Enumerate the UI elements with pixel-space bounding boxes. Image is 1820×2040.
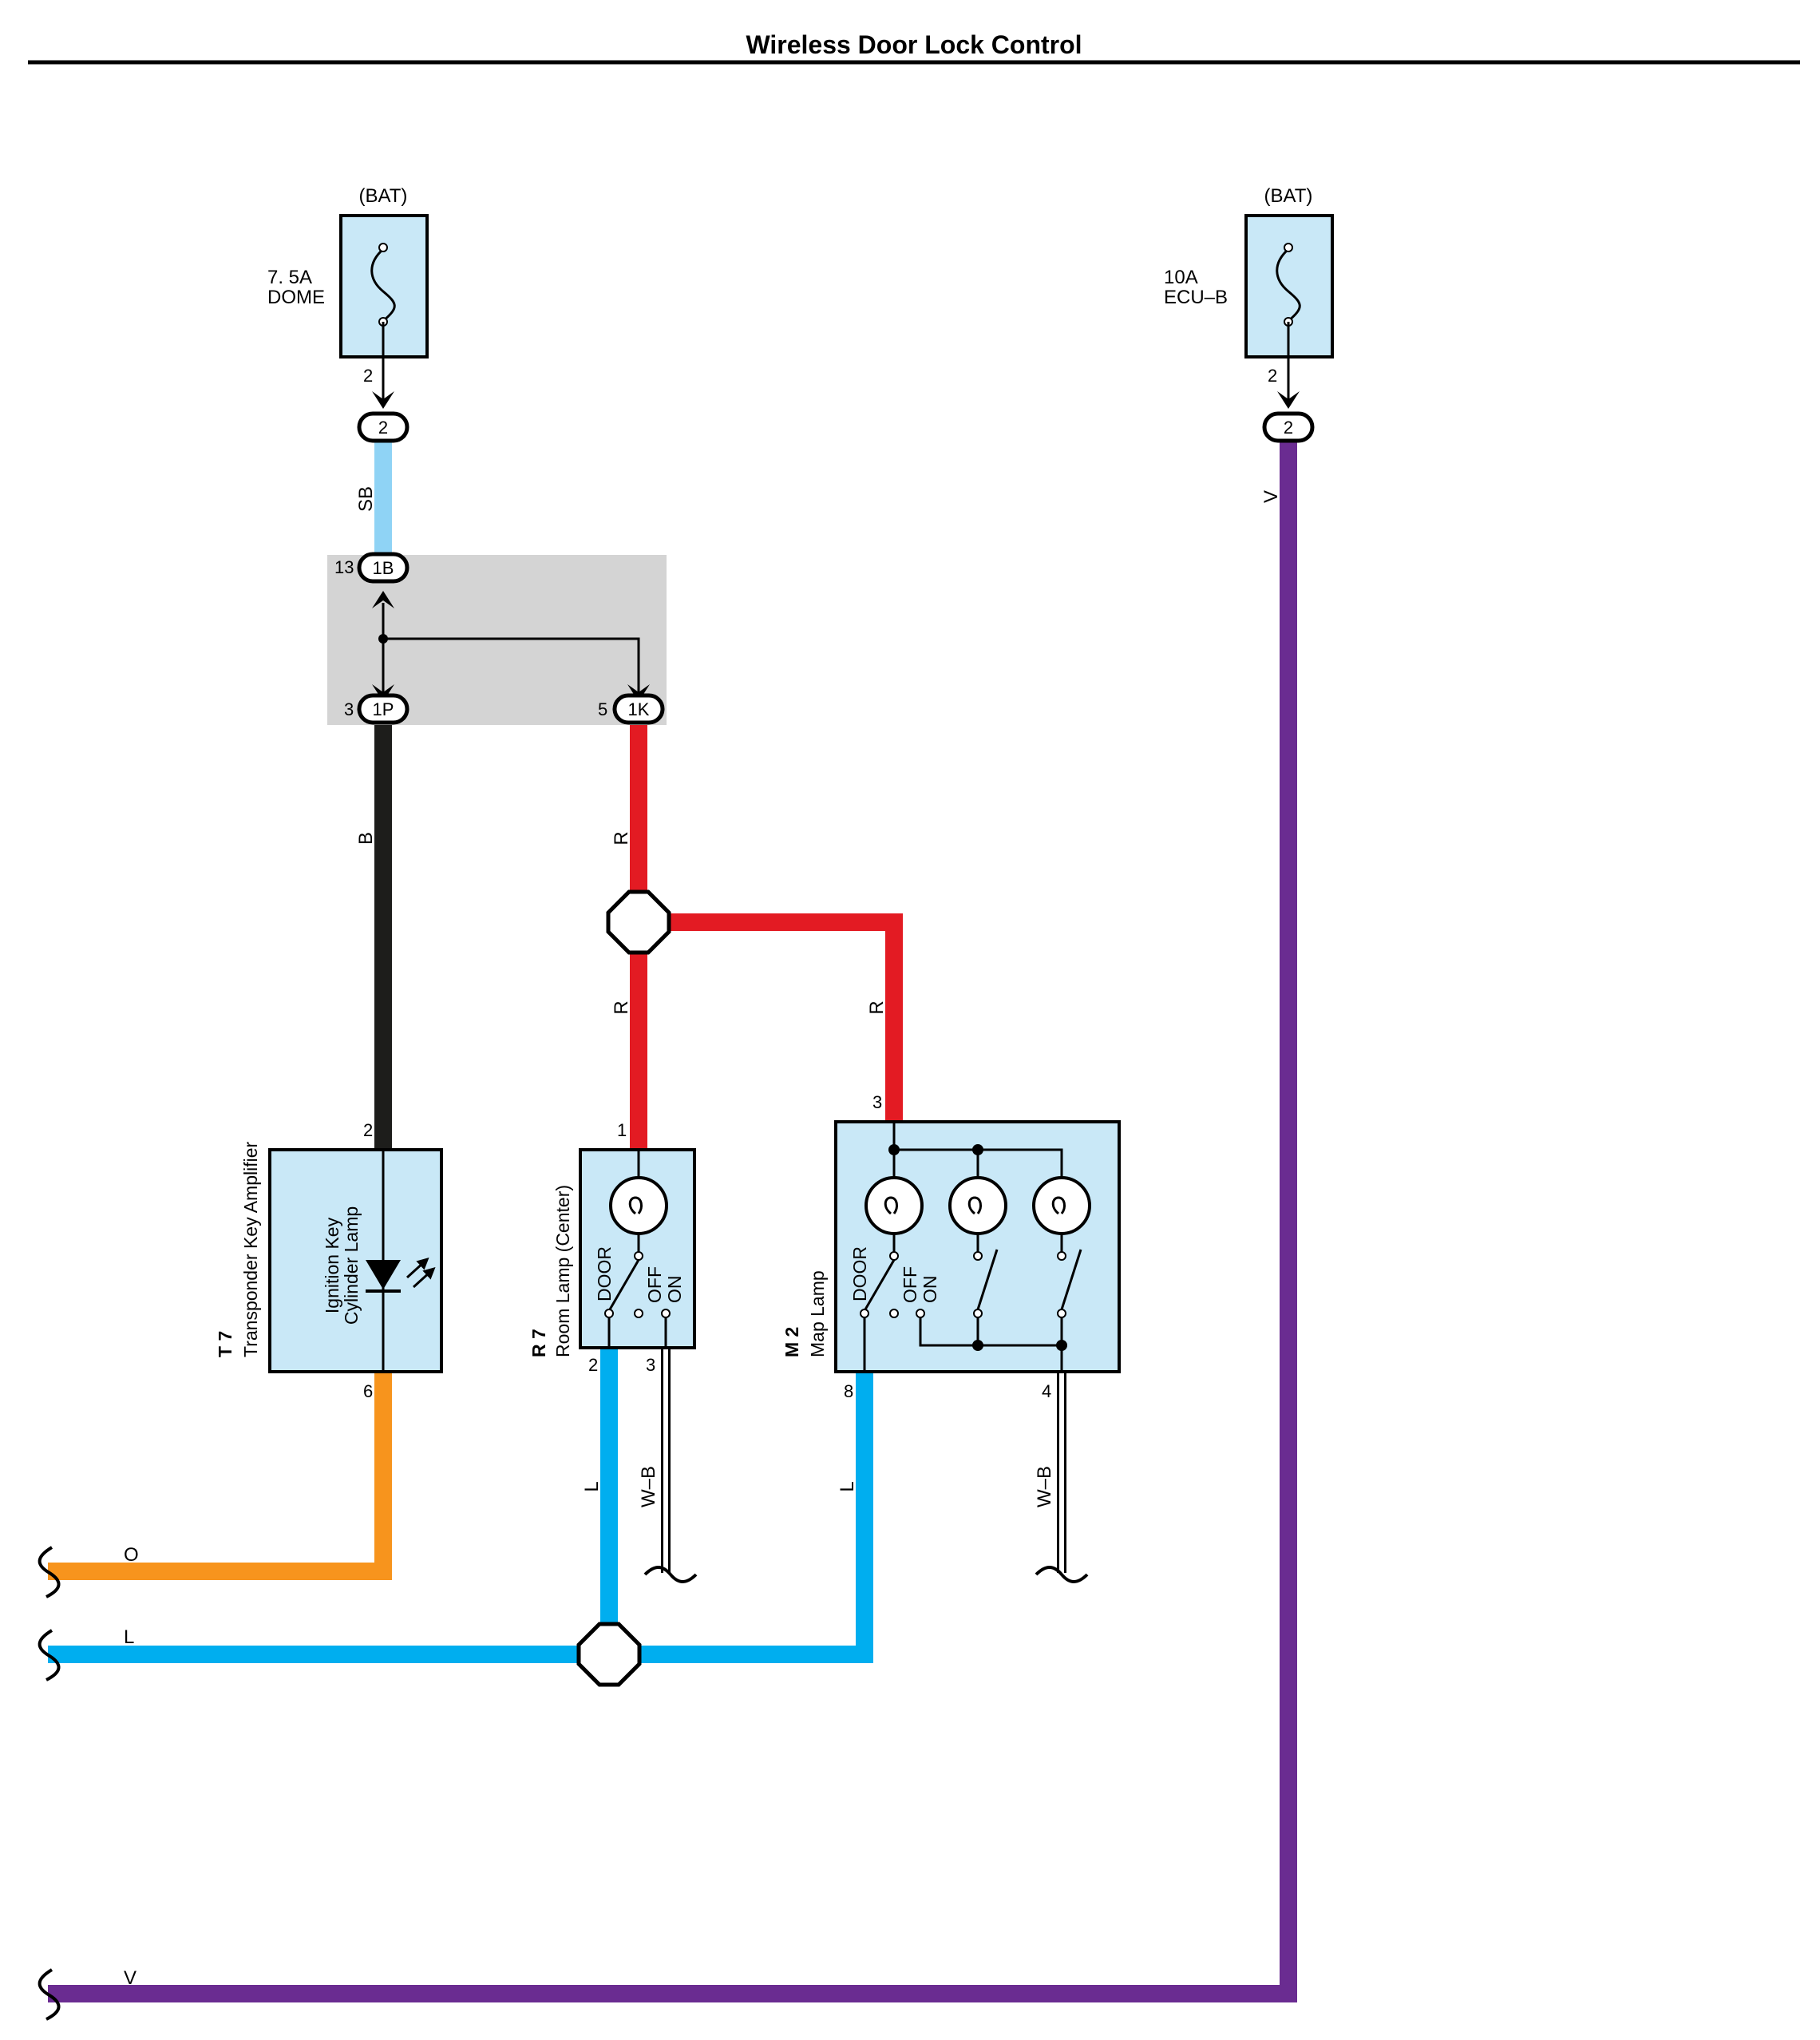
- fuse-dome-name: DOME: [267, 287, 325, 308]
- m2-bulb-1-icon: [864, 1176, 924, 1235]
- r7-switch-icon: [608, 1259, 640, 1310]
- r7-label-door: DOOR: [594, 1246, 615, 1301]
- wire-r-top-label: R: [611, 831, 632, 845]
- connector-2-dome: 2: [357, 411, 410, 443]
- wire-breaks-left: [38, 1546, 61, 2021]
- wire-l-room-label: L: [581, 1481, 603, 1491]
- connector-1p: 1P: [357, 693, 410, 725]
- jb-arrow-1p: [372, 684, 394, 702]
- r7-pin-top: 1: [617, 1120, 627, 1140]
- fuse-ecu-b-symbol: [1276, 248, 1301, 323]
- led-icon: [366, 1260, 401, 1289]
- m2-bulb-2-icon: [948, 1176, 1007, 1235]
- wire-sb-label: SB: [355, 486, 377, 512]
- connector-1k: 1K: [612, 693, 665, 725]
- fuse-ecu-b-pin: 2: [1268, 366, 1277, 386]
- t7-inner-line1: Ignition Key: [322, 1217, 342, 1313]
- fuse-dome-rating: 7. 5A: [267, 267, 312, 288]
- component-t7: Ignition Key Cylinder Lamp T 7 Transpond…: [215, 1120, 443, 1401]
- r7-label-on: ON: [664, 1276, 685, 1304]
- wire-l-map: [48, 1372, 873, 1663]
- m2-bulb-3-icon: [1032, 1176, 1091, 1235]
- t7-pin-top: 2: [363, 1120, 373, 1140]
- r7-label-off: OFF: [644, 1266, 665, 1303]
- wire-wb-map: [1035, 1372, 1089, 1583]
- r7-name: Room Lamp (Center): [552, 1185, 573, 1357]
- splice-l: [576, 1622, 642, 1687]
- wire-o: [48, 1372, 392, 1580]
- t7-pin-bottom: 6: [363, 1381, 373, 1401]
- wire-v: [48, 441, 1297, 2002]
- component-m2: DOOR OFF ON M 2 Map Lamp 3 8 4: [781, 1092, 1121, 1401]
- t7-code: T 7: [215, 1331, 235, 1357]
- svg-text:2: 2: [378, 418, 388, 438]
- wire-v-top-label: V: [1260, 490, 1282, 503]
- component-r7: DOOR OFF ON R 7 Room Lamp (Center) 1 2 3: [528, 1120, 696, 1375]
- fuse-dome-symbol: [370, 248, 396, 323]
- r7-code: R 7: [528, 1329, 549, 1357]
- fuse-dome-arrow: [372, 391, 394, 409]
- jb-pin-13: 13: [334, 557, 354, 577]
- t7-box: [268, 1148, 443, 1373]
- svg-text:1B: 1B: [373, 558, 394, 578]
- fuse-dome: (BAT) 7. 5A DOME 2: [267, 185, 429, 409]
- fuse-dome-source: (BAT): [359, 185, 408, 207]
- fuse-dome-pin: 2: [363, 366, 373, 386]
- fuse-ecu-b: (BAT) 10A ECU–B 2: [1164, 185, 1334, 409]
- t7-inner-line2: Cylinder Lamp: [341, 1206, 362, 1325]
- t7-name: Transponder Key Amplifier: [240, 1141, 261, 1357]
- fuse-ecu-b-name: ECU–B: [1164, 287, 1228, 308]
- splice-r: [606, 889, 671, 955]
- m2-label-off: OFF: [900, 1266, 920, 1303]
- m2-label-on: ON: [920, 1276, 940, 1304]
- wire-wb-room-label: W–B: [638, 1466, 659, 1507]
- connector-1b: 1B: [357, 552, 410, 584]
- wire-wb-room: [643, 1348, 698, 1583]
- svg-text:1P: 1P: [373, 699, 394, 719]
- m2-pin-top: 3: [872, 1092, 882, 1112]
- wire-r-map-label: R: [866, 1000, 888, 1014]
- m2-switch-3-icon: [1060, 1249, 1082, 1310]
- page-title: Wireless Door Lock Control: [746, 30, 1082, 59]
- fuse-ecu-b-source: (BAT): [1264, 185, 1313, 207]
- wire-o-left-label: O: [124, 1544, 139, 1566]
- wire-l-left-label: L: [124, 1626, 134, 1648]
- wire-l-map-label: L: [837, 1481, 858, 1491]
- m2-name: Map Lamp: [807, 1270, 828, 1357]
- wire-r-map: [639, 913, 903, 1122]
- wire-r-mid-label: R: [611, 1000, 632, 1014]
- m2-pin-bottom-left: 8: [844, 1381, 853, 1401]
- jb-pin-3: 3: [344, 699, 354, 719]
- jb-arrow-1k: [627, 684, 650, 702]
- m2-code: M 2: [781, 1327, 802, 1357]
- svg-text:2: 2: [1284, 418, 1293, 438]
- m2-pin-bottom-right: 4: [1042, 1381, 1051, 1401]
- fuse-ecu-b-rating: 10A: [1164, 267, 1198, 288]
- jb-pin-5: 5: [598, 699, 607, 719]
- r7-pin-bottom-right: 3: [646, 1355, 655, 1375]
- m2-switch-2-icon: [976, 1249, 999, 1310]
- jb-arrow-up: [372, 591, 394, 608]
- connector-2-ecu-b: 2: [1262, 411, 1315, 443]
- wire-wb-map-label: W–B: [1034, 1466, 1055, 1507]
- m2-door-switch-icon: [864, 1259, 896, 1310]
- wire-b-label: B: [355, 832, 377, 845]
- m2-label-door: DOOR: [849, 1246, 870, 1301]
- r7-pin-bottom-left: 2: [588, 1355, 598, 1375]
- r7-bulb-icon: [609, 1176, 668, 1235]
- wire-v-left-label: V: [124, 1967, 136, 1989]
- fuse-ecu-b-arrow: [1277, 391, 1300, 409]
- svg-text:1K: 1K: [628, 699, 650, 719]
